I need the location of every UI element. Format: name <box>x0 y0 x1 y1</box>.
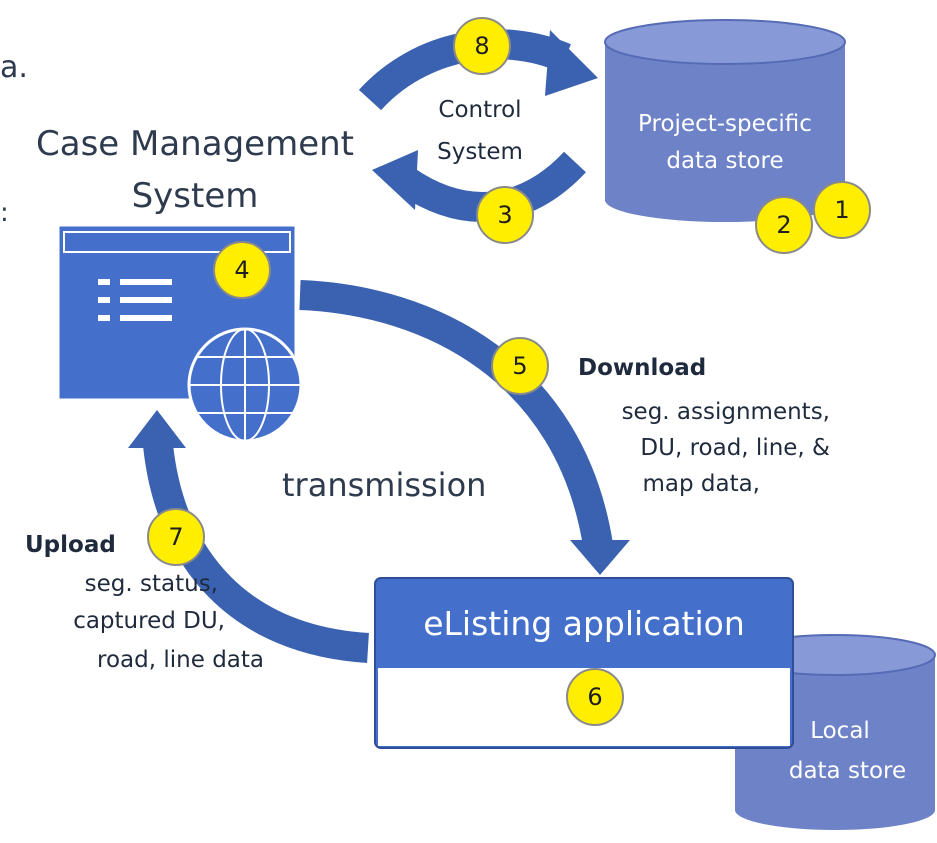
badge-7: 7 <box>147 508 205 566</box>
upload-arrow <box>128 410 370 663</box>
badge-1: 1 <box>813 181 871 239</box>
elisting-application-box <box>374 577 794 749</box>
badge-6: 6 <box>566 668 624 726</box>
project-data-store-icon <box>604 19 846 222</box>
download-title: Download <box>578 355 707 381</box>
globe-icon <box>187 327 303 443</box>
upload-line3: road, line data <box>97 647 264 673</box>
transmission-label: transmission <box>282 466 487 504</box>
download-arrow <box>299 280 630 575</box>
upload-line1: seg. status, <box>84 571 218 597</box>
edge-fragment-top: a. <box>0 50 28 85</box>
download-line2: DU, road, line, & <box>640 435 830 461</box>
download-line1: seg. assignments, <box>621 399 830 425</box>
upload-title: Upload <box>25 532 116 558</box>
badge-2: 2 <box>755 196 813 254</box>
download-line3: map data, <box>642 471 760 497</box>
badge-8: 8 <box>453 17 511 75</box>
case-management-title-line1: Case Management <box>36 124 354 164</box>
badge-4: 4 <box>213 241 271 299</box>
badge-5: 5 <box>491 337 549 395</box>
control-system-line2: System <box>437 139 523 165</box>
badge-3: 3 <box>476 186 534 244</box>
project-store-line1: Project-specific <box>638 111 812 137</box>
elisting-title: eListing application <box>423 604 745 643</box>
project-store-line2: data store <box>666 148 784 174</box>
upload-line2: captured DU, <box>73 608 225 634</box>
edge-fragment-left: : <box>0 198 9 228</box>
local-store-line2: data store <box>788 758 907 784</box>
control-system-line1: Control <box>438 97 522 123</box>
list-icon <box>98 279 172 321</box>
case-management-title-line2: System <box>131 176 259 216</box>
local-store-line1: Local <box>810 718 870 744</box>
